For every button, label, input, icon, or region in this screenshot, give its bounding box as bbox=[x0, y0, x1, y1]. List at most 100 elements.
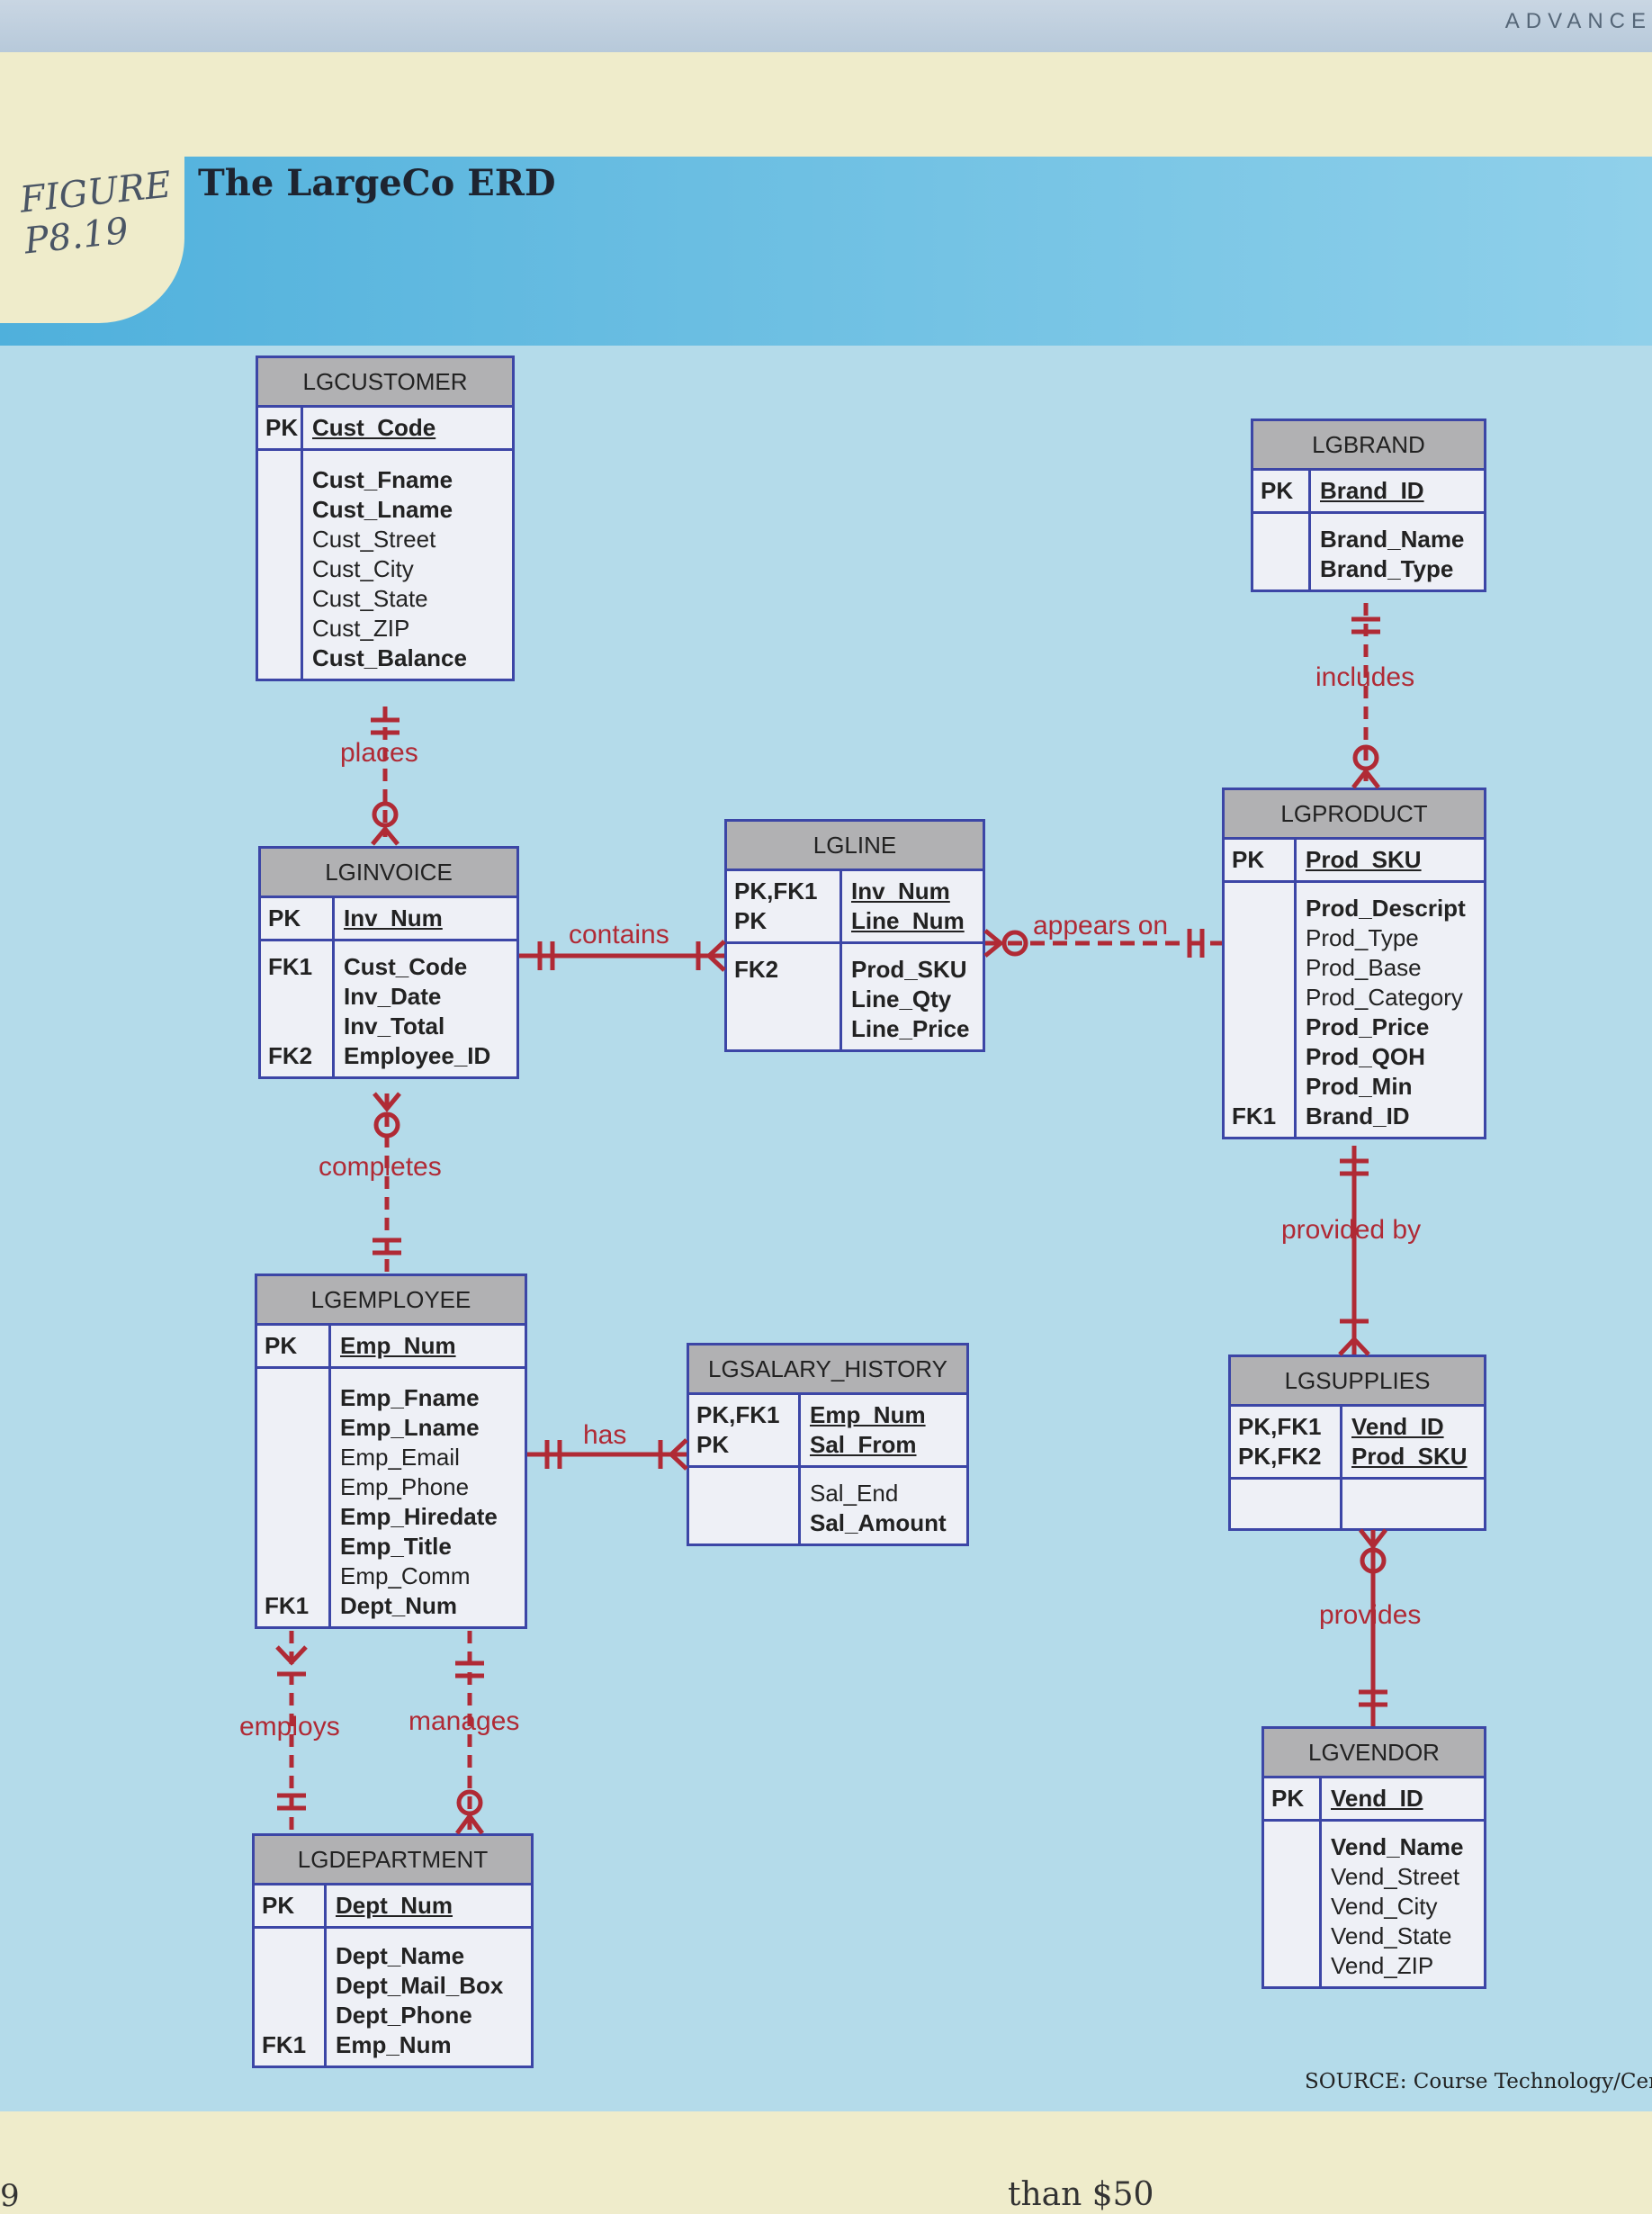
key-label: PK bbox=[268, 904, 301, 932]
entity-lgproduct: LGPRODUCT PK Prod_SKU FK1 Prod_Descript … bbox=[1222, 788, 1486, 1139]
key-label: PK bbox=[734, 907, 768, 934]
entity-lgsupplies: LGSUPPLIES PK,FK1 PK,FK2 Vend_ID Prod_SK… bbox=[1228, 1354, 1486, 1531]
entity-pk-section: PK Emp_Num bbox=[257, 1326, 525, 1369]
cardinality-mark bbox=[373, 1238, 401, 1256]
key-column: FK1 bbox=[257, 1369, 331, 1626]
key-label: FK1 bbox=[268, 953, 313, 980]
primary-key-attribute: Dept_Num bbox=[336, 1892, 453, 1919]
attribute: Line_Price bbox=[851, 1015, 970, 1042]
rel-label-manages: manages bbox=[409, 1706, 520, 1736]
rel-label-employs: employs bbox=[239, 1712, 340, 1742]
cardinality-mark bbox=[983, 929, 1004, 958]
attribute: Cust_Street bbox=[312, 526, 436, 553]
key-column: PK bbox=[257, 1326, 331, 1366]
entity-pk-section: PK,FK1 PK Inv_Num Line_Num bbox=[727, 871, 983, 944]
rel-label-completes: completes bbox=[319, 1152, 442, 1182]
attribute-column: Dept_Name Dept_Mail_Box Dept_Phone Emp_N… bbox=[327, 1929, 531, 2066]
attribute: Sal_Amount bbox=[810, 1509, 947, 1536]
attribute: Brand_ID bbox=[1306, 1102, 1410, 1130]
cardinality-mark bbox=[373, 1112, 400, 1138]
attribute: Prod_Descript bbox=[1306, 895, 1466, 922]
attribute: Dept_Num bbox=[340, 1592, 458, 1619]
rel-label-appears-on: appears on bbox=[1033, 911, 1169, 940]
primary-key-attribute: Prod_SKU bbox=[1351, 1443, 1468, 1470]
cardinality-mark bbox=[1187, 929, 1205, 958]
cardinality-mark bbox=[544, 1438, 688, 1471]
attribute-column: Cust_Code bbox=[303, 408, 512, 448]
attribute-column: Prod_Descript Prod_Type Prod_Base Prod_C… bbox=[1297, 883, 1484, 1137]
attribute-column: Inv_Num bbox=[335, 898, 516, 939]
entity-attr-section bbox=[1231, 1480, 1484, 1528]
primary-key-attribute: Prod_SKU bbox=[1306, 846, 1422, 873]
attribute: Vend_ZIP bbox=[1331, 1952, 1434, 1979]
attribute: Vend_Street bbox=[1331, 1863, 1460, 1890]
attribute: Emp_Title bbox=[340, 1533, 452, 1560]
key-label: PK bbox=[1232, 846, 1265, 873]
attribute: Emp_Lname bbox=[340, 1414, 480, 1441]
primary-key-attribute: Emp_Num bbox=[810, 1401, 926, 1428]
entity-name: LGSALARY_HISTORY bbox=[689, 1346, 966, 1395]
key-column bbox=[258, 451, 303, 679]
entity-name: LGVENDOR bbox=[1264, 1729, 1484, 1778]
entity-lginvoice: LGINVOICE PK Inv_Num FK1 FK2 Cust_Code I… bbox=[258, 846, 519, 1079]
key-column: PK bbox=[258, 408, 303, 448]
cardinality-mark bbox=[454, 1812, 485, 1835]
rel-label-has: has bbox=[583, 1420, 627, 1450]
bottom-strip bbox=[0, 2111, 1652, 2203]
attribute-column: Dept_Num bbox=[327, 1886, 531, 1926]
attribute: Dept_Mail_Box bbox=[336, 1972, 504, 1999]
attribute: Brand_Name bbox=[1320, 526, 1465, 553]
key-column: FK1 FK2 bbox=[261, 941, 335, 1076]
key-column: PK bbox=[255, 1886, 327, 1926]
source-note: SOURCE: Course Technology/Ceng bbox=[1305, 2070, 1652, 2093]
primary-key-attribute: Vend_ID bbox=[1351, 1413, 1444, 1440]
entity-lgline: LGLINE PK,FK1 PK Inv_Num Line_Num FK2 Pr… bbox=[724, 819, 985, 1052]
entity-pk-section: PK,FK1 PK,FK2 Vend_ID Prod_SKU bbox=[1231, 1407, 1484, 1480]
cardinality-mark bbox=[1001, 930, 1028, 957]
attribute: Dept_Name bbox=[336, 1942, 465, 1969]
attribute-column: Cust_Code Inv_Date Inv_Total Employee_ID bbox=[335, 941, 516, 1076]
entity-name: LGSUPPLIES bbox=[1231, 1357, 1484, 1407]
entity-pk-section: PK Vend_ID bbox=[1264, 1778, 1484, 1822]
key-column bbox=[1231, 1480, 1342, 1528]
key-label: FK2 bbox=[734, 956, 779, 983]
entity-name: LGBRAND bbox=[1253, 421, 1484, 471]
cardinality-mark bbox=[537, 940, 726, 972]
entity-lgvendor: LGVENDOR PK Vend_ID Vend_Name Vend_Stree… bbox=[1261, 1726, 1486, 1989]
attribute-column: Emp_Fname Emp_Lname Emp_Email Emp_Phone … bbox=[331, 1369, 525, 1626]
primary-key-attribute: Sal_From bbox=[810, 1431, 917, 1458]
entity-lgsalary-history: LGSALARY_HISTORY PK,FK1 PK Emp_Num Sal_F… bbox=[687, 1343, 969, 1546]
cardinality-mark bbox=[1351, 616, 1380, 634]
entity-name: LGLINE bbox=[727, 822, 983, 871]
attribute-column: Prod_SKU Line_Qty Line_Price bbox=[842, 944, 983, 1049]
key-column: PK,FK1 PK,FK2 bbox=[1231, 1407, 1342, 1477]
attribute: Cust_ZIP bbox=[312, 615, 410, 642]
key-label: PK bbox=[265, 1332, 298, 1359]
key-label: PK,FK1 bbox=[696, 1401, 780, 1428]
figure-tab bbox=[0, 157, 184, 323]
key-column: FK2 bbox=[727, 944, 842, 1049]
primary-key-attribute: Vend_ID bbox=[1331, 1785, 1423, 1812]
rel-label-provides: provides bbox=[1319, 1600, 1422, 1630]
attribute: Line_Qty bbox=[851, 986, 952, 1012]
key-column bbox=[689, 1468, 801, 1544]
key-column: PK bbox=[1264, 1778, 1322, 1819]
key-label: FK1 bbox=[262, 2031, 307, 2058]
cardinality-mark bbox=[371, 717, 400, 735]
cardinality-mark bbox=[1360, 1547, 1387, 1574]
cardinality-mark bbox=[1359, 1689, 1387, 1707]
entity-attr-section: FK1 FK2 Cust_Code Inv_Date Inv_Total Emp… bbox=[261, 941, 516, 1076]
attribute: Vend_Name bbox=[1331, 1833, 1464, 1860]
attribute: Prod_SKU bbox=[851, 956, 967, 983]
attribute: Cust_State bbox=[312, 585, 428, 612]
key-label: PK bbox=[1271, 1785, 1305, 1812]
cardinality-mark bbox=[455, 1660, 484, 1678]
attribute: Cust_Fname bbox=[312, 466, 453, 493]
cardinality-mark bbox=[1351, 767, 1380, 789]
entity-attr-section: Sal_End Sal_Amount bbox=[689, 1468, 966, 1544]
entity-pk-section: PK Prod_SKU bbox=[1225, 840, 1484, 883]
key-column bbox=[1264, 1822, 1322, 1986]
rel-label-includes: includes bbox=[1315, 662, 1415, 692]
attribute: Vend_State bbox=[1331, 1922, 1452, 1949]
primary-key-attribute: Brand_ID bbox=[1320, 477, 1424, 504]
